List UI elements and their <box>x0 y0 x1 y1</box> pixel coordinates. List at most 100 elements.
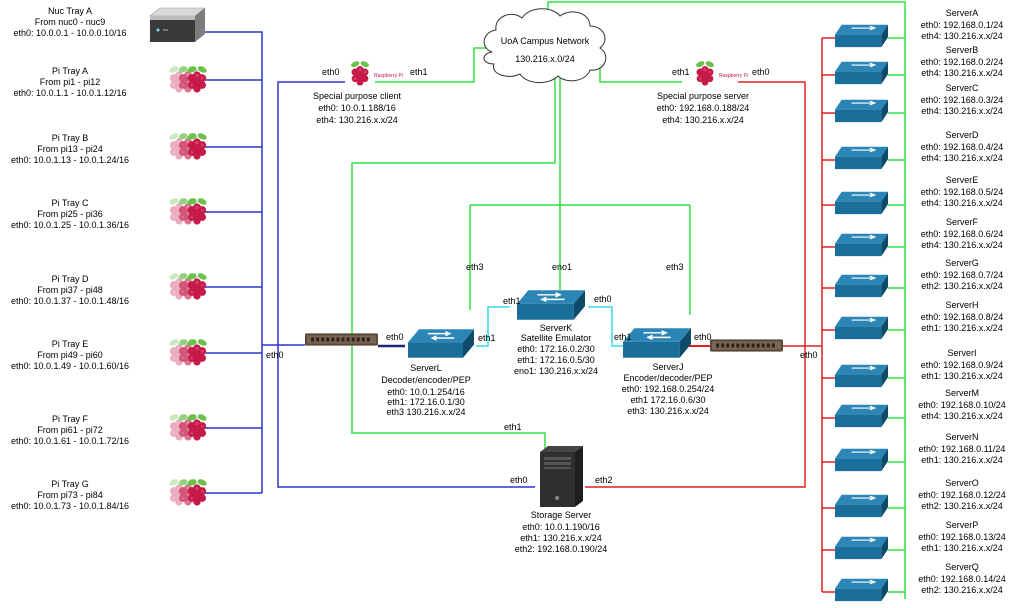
serverJ-if-right: eth0 <box>694 332 712 342</box>
server-eth0: eth0: 192.168.0.2/24 <box>921 57 1004 67</box>
serverK: eth1 eth0 eno1 ServerK Satellite Emulato… <box>503 262 612 376</box>
client-if-left: eth0 <box>322 67 340 77</box>
tray-line-3: eth0: 10.0.1.25 - 10.0.1.36/16 <box>11 220 129 230</box>
special-purpose-client: Raspberry Pi eth0 eth1 Special purpose c… <box>313 60 428 125</box>
switch-icon <box>835 233 888 257</box>
right-switch-if: eth0 <box>800 350 818 360</box>
server-eth-ext: eth4: 130.216.x.x/24 <box>921 153 1003 163</box>
tray-line-2: From pi73 - pi84 <box>37 490 103 500</box>
storage-if-top: eth1 <box>504 422 522 432</box>
serverL-if-top: eth3 <box>466 262 484 272</box>
server-eth-ext: eth1: 130.216.x.x/24 <box>921 323 1003 333</box>
server-eth-ext: eth4: 130.216.x.x/24 <box>921 31 1003 41</box>
switch-icon <box>835 99 888 123</box>
tray-line-3: eth0: 10.0.0.1 - 10.0.0.10/16 <box>13 28 126 38</box>
server-eth0: eth0: 192.168.0.7/24 <box>921 270 1004 280</box>
server-eth-ext: eth4: 130.216.x.x/24 <box>921 198 1003 208</box>
server-eth-ext: eth1: 130.216.x.x/24 <box>921 455 1003 465</box>
server-eth0: eth0: 192.168.0.14/24 <box>918 574 1006 584</box>
storage-line-1: Storage Server <box>531 510 592 520</box>
tray-line-2: From pi61 - pi72 <box>37 425 103 435</box>
server-name: ServerE <box>946 175 979 185</box>
blue-link-left-bus <box>205 31 305 494</box>
server-if-right: eth0 <box>752 67 770 77</box>
tray-line-2: From pi49 - pi60 <box>37 350 103 360</box>
rack-switch-icon <box>710 339 783 352</box>
server-eth-ext: eth2: 130.216.x.x/24 <box>921 501 1003 511</box>
server-name: ServerN <box>945 432 978 442</box>
server-eth0: eth0: 192.168.0.12/24 <box>918 490 1006 500</box>
server-name: ServerI <box>947 348 976 358</box>
serverL-line-3: eth0: 10.0.1.254/16 <box>387 387 465 397</box>
tray-line-3: eth0: 10.0.1.61 - 10.0.1.72/16 <box>11 436 129 446</box>
server-eth0: eth0: 192.168.0.3/24 <box>921 95 1004 105</box>
server-eth0: eth0: 192.168.0.4/24 <box>921 142 1004 152</box>
cloud-subnet: 130.216.x.0/24 <box>515 54 575 64</box>
server-line-1: Special purpose server <box>657 91 749 101</box>
server-name: ServerH <box>945 300 978 310</box>
serverJ-line-1: ServerJ <box>652 362 683 372</box>
tray-line-1: Nuc Tray A <box>48 6 92 16</box>
tray-line-1: Pi Tray C <box>51 198 89 208</box>
server-eth0: eth0: 192.168.0.10/24 <box>918 400 1006 410</box>
storage-if-left: eth0 <box>510 475 528 485</box>
raspberry-pi-brand: Raspberry Pi <box>374 73 403 79</box>
green-link-cloud-to-storage <box>351 70 556 455</box>
tower-server-icon <box>540 446 583 507</box>
tray-line-2: From nuc0 - nuc9 <box>35 17 106 27</box>
left-switch-if: eth0 <box>266 350 284 360</box>
red-link-right-bus <box>821 37 835 593</box>
serverL-if-right: eth1 <box>478 333 496 343</box>
server-eth0: eth0: 192.168.0.9/24 <box>921 360 1004 370</box>
cyan-link-serverK-serverJ <box>588 306 625 347</box>
tray-line-1: Pi Tray A <box>52 66 88 76</box>
switch-icon <box>407 328 475 359</box>
server-eth-ext: eth4: 130.216.x.x/24 <box>921 240 1003 250</box>
server-line-3: eth4: 130.216.x.x/24 <box>662 115 744 125</box>
tray-line-1: Pi Tray G <box>51 479 89 489</box>
serverJ-line-5: eth3: 130.216.x.x/24 <box>627 406 709 416</box>
red-link-to-storage <box>585 346 806 488</box>
server-eth-ext: eth1: 130.216.x.x/24 <box>921 371 1003 381</box>
switch-icon <box>516 289 586 321</box>
tray-line-3: eth0: 10.0.1.1 - 10.0.1.12/16 <box>13 88 126 98</box>
rack-switch-icon <box>305 333 378 346</box>
switch-icon <box>835 61 888 85</box>
switch-icon <box>835 191 888 215</box>
server-eth0: eth0: 192.168.0.1/24 <box>921 20 1004 30</box>
switch-icon <box>835 364 888 388</box>
special-purpose-server: Raspberry Pi eth1 eth0 Special purpose s… <box>657 60 770 125</box>
server-eth-ext: eth4: 130.216.x.x/24 <box>921 106 1003 116</box>
serverL-line-2: Decoder/encoder/PEP <box>381 375 471 385</box>
switch-icon <box>622 327 692 359</box>
tray-line-2: From pi13 - pi24 <box>37 144 103 154</box>
server-line-2: eth0: 192.168.0.188/24 <box>657 103 750 113</box>
server-eth0: eth0: 192.168.0.8/24 <box>921 312 1004 322</box>
storage-line-2: eth0: 10.0.1.190/16 <box>522 522 600 532</box>
serverK-line-2: Satellite Emulator <box>521 333 592 343</box>
serverJ-line-2: Encoder/decoder/PEP <box>623 373 712 383</box>
switch-icon <box>835 404 888 428</box>
server-name: ServerQ <box>945 562 979 572</box>
raspberry-pi-icon <box>695 60 715 86</box>
tray-line-3: eth0: 10.0.1.49 - 10.0.1.60/16 <box>11 361 129 371</box>
server-eth-ext: eth2: 130.216.x.x/24 <box>921 585 1003 595</box>
serverK-line-1: ServerK <box>540 323 573 333</box>
server-name: ServerD <box>945 130 979 140</box>
storage-if-right: eth2 <box>595 475 613 485</box>
serverK-if-left: eth1 <box>503 296 521 306</box>
red-link-to-special-server <box>738 81 806 346</box>
tray-line-1: Pi Tray E <box>52 339 89 349</box>
